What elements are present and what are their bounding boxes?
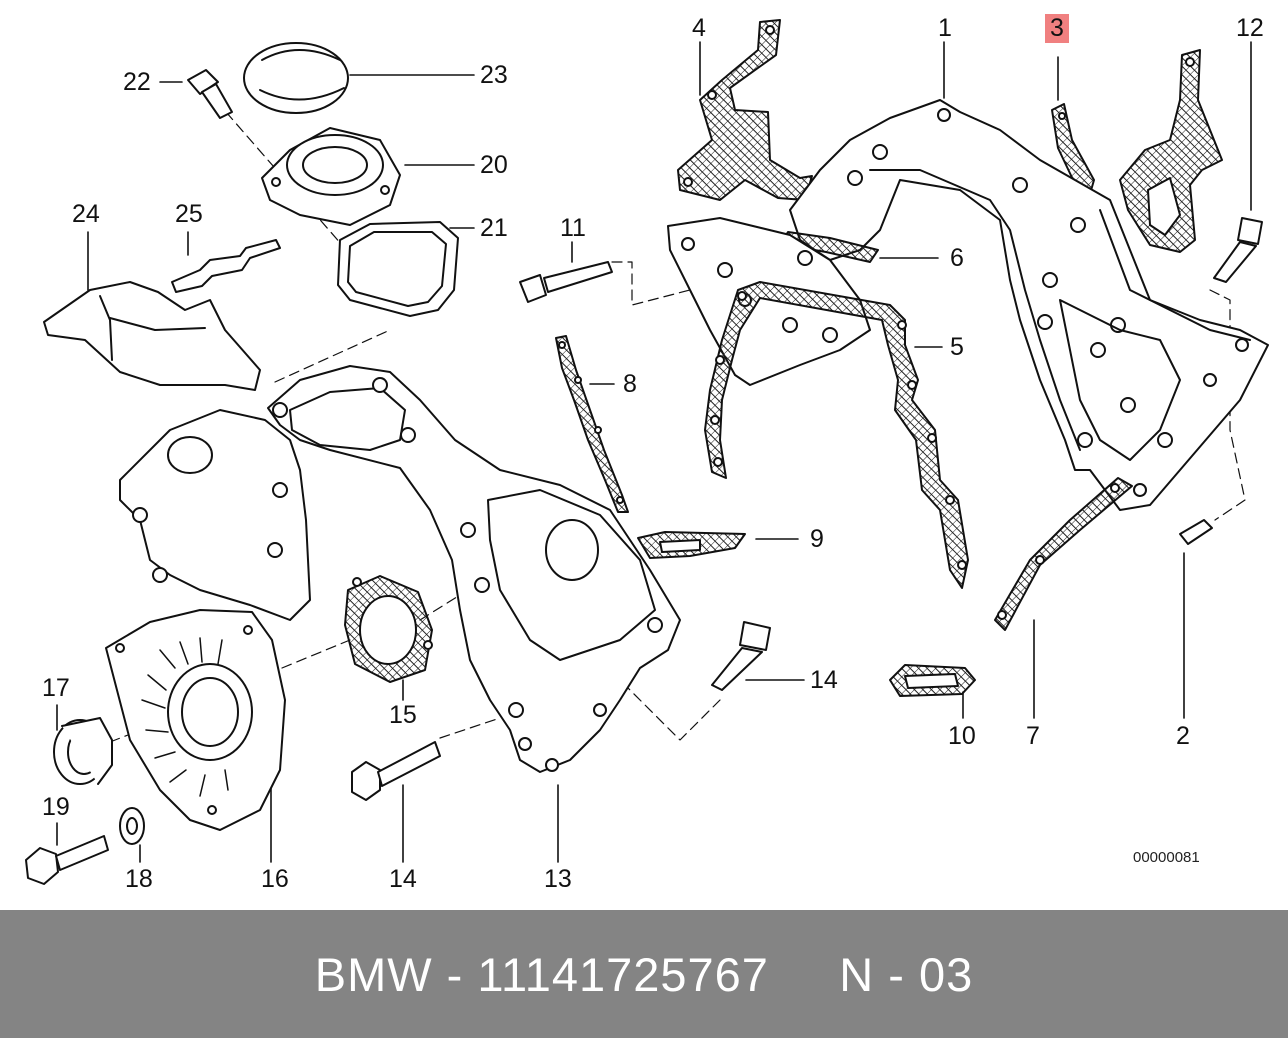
gasket-8 <box>555 335 629 513</box>
diagram-reference-code: 00000081 <box>1133 849 1200 866</box>
callout-17: 17 <box>42 674 70 702</box>
bracket-24 <box>43 281 261 391</box>
callout-20: 20 <box>480 151 508 179</box>
callout-3-highlighted: 3 <box>1045 14 1069 43</box>
gasket-15 <box>344 575 433 683</box>
callout-4: 4 <box>692 14 706 42</box>
bolt-14-left <box>351 741 441 801</box>
washer-18 <box>119 807 145 845</box>
gasket-10 <box>889 664 976 697</box>
callout-16: 16 <box>261 865 289 893</box>
callout-5: 5 <box>950 333 964 361</box>
gasket-12 <box>1119 49 1223 253</box>
callout-12: 12 <box>1236 14 1264 42</box>
callout-25: 25 <box>175 200 203 228</box>
gasket-7 <box>994 477 1133 631</box>
timing-cover-lower-13 <box>267 365 681 773</box>
bolt-22 <box>187 69 233 119</box>
filler-neck-20 <box>261 127 401 226</box>
gasket-3 <box>1051 103 1095 195</box>
dowel-2 <box>1179 519 1213 545</box>
pulley-cover-16 <box>105 609 286 831</box>
leader-lines <box>56 41 1252 863</box>
part-number-banner: BMW - 11141725767 N - 03 <box>0 910 1288 1038</box>
bolt-14-right <box>711 621 771 691</box>
callout-14-right: 14 <box>810 666 838 694</box>
cover-left-section <box>119 409 311 621</box>
oil-cap-23 <box>243 42 349 114</box>
gasket-4 <box>677 19 813 201</box>
callout-22: 22 <box>123 68 151 96</box>
bolt-12 <box>1213 217 1263 283</box>
gasket-9 <box>637 531 746 559</box>
part-number: 11141725767 <box>477 947 769 1001</box>
stud-25 <box>171 239 281 293</box>
variant-number: 03 <box>918 947 974 1001</box>
callout-14-left: 14 <box>389 865 417 893</box>
gasket-ring-21 <box>337 221 459 317</box>
callout-21: 21 <box>480 214 508 242</box>
callout-10: 10 <box>948 722 976 750</box>
callout-9: 9 <box>810 525 824 553</box>
housing-middle <box>667 217 871 386</box>
diagram-drawing <box>25 19 1269 885</box>
parts-diagram: 1 2 3 4 5 6 7 8 9 10 11 12 13 14 14 15 1… <box>25 14 1269 893</box>
variant-separator: - <box>888 947 905 1001</box>
callout-1: 1 <box>938 14 952 42</box>
callout-7: 7 <box>1026 722 1040 750</box>
callout-24: 24 <box>72 200 100 228</box>
callout-2: 2 <box>1176 722 1190 750</box>
brand-name: BMW <box>314 947 433 1001</box>
timing-case-upper-1 <box>789 99 1269 511</box>
callout-11: 11 <box>560 214 586 242</box>
callout-19: 19 <box>42 793 70 821</box>
seal-17 <box>53 717 113 785</box>
bolt-11 <box>519 261 613 303</box>
callout-8: 8 <box>623 370 637 398</box>
callout-15: 15 <box>389 701 417 729</box>
callout-18: 18 <box>125 865 153 893</box>
gasket-5 <box>704 281 969 589</box>
bolt-19 <box>25 835 109 885</box>
part-number-text: BMW - 11141725767 N - 03 <box>315 947 974 1002</box>
variant-prefix: N <box>839 947 875 1001</box>
callout-23: 23 <box>480 61 508 89</box>
callout-6: 6 <box>950 244 964 272</box>
callout-13: 13 <box>544 865 572 893</box>
separator: - <box>446 947 464 1001</box>
